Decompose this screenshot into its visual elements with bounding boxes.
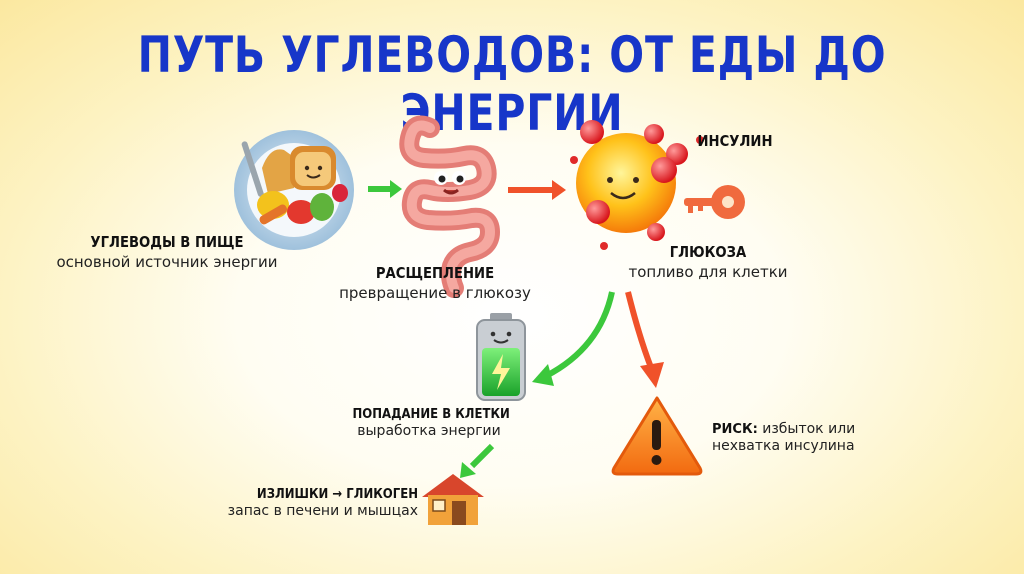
breakdown-label: РАСЩЕПЛЕНИЕ превращение в глюкозу <box>310 264 560 302</box>
breakdown-heading: РАСЩЕПЛЕНИЕ <box>375 264 495 282</box>
glycogen-subtitle: запас в печени и мышцах <box>227 503 418 519</box>
glycogen-heading: ИЗЛИШКИ → ГЛИКОГЕН <box>256 487 418 502</box>
key-icon <box>684 185 745 219</box>
glucose-label: ГЛЮКОЗА топливо для клетки <box>598 243 818 281</box>
warning-icon <box>611 396 703 476</box>
insulin-label: ИНСУЛИН <box>680 132 790 150</box>
breakdown-subtitle: превращение в глюкозу <box>339 284 531 302</box>
glucose-molecule-icon <box>570 120 704 250</box>
cells-label: ПОПАДАНИЕ В КЛЕТКИ выработка энергии <box>344 407 514 439</box>
arrow-breakdown-to-glucose <box>508 180 566 200</box>
battery-icon <box>476 313 526 401</box>
house-icon <box>422 474 484 525</box>
risk-text: избыток или <box>762 421 856 437</box>
glucose-subtitle: топливо для клетки <box>628 263 788 281</box>
arrow-food-to-breakdown <box>368 180 402 198</box>
food-heading: УГЛЕВОДЫ В ПИЩЕ <box>90 233 244 251</box>
cells-subtitle: выработка энергии <box>357 423 501 439</box>
intestine-icon <box>399 115 500 298</box>
risk-heading: РИСК: <box>712 422 758 437</box>
insulin-heading: ИНСУЛИН <box>697 132 773 150</box>
glucose-heading: ГЛЮКОЗА <box>669 243 747 261</box>
food-plate-icon <box>234 130 354 250</box>
glycogen-label: ИЗЛИШКИ → ГЛИКОГЕН запас в печени и мышц… <box>206 487 418 519</box>
page-title: ПУТЬ УГЛЕВОДОВ: ОТ ЕДЫ ДО ЭНЕРГИИ <box>137 26 887 142</box>
risk-label: РИСК: избыток или нехватка инсулина <box>712 421 872 454</box>
food-subtitle: основной источник энергии <box>56 253 278 271</box>
cells-heading: ПОПАДАНИЕ В КЛЕТКИ <box>352 407 510 422</box>
risk-text-line2: нехватка инсулина <box>712 438 855 454</box>
arrow-cells-to-glycogen <box>460 443 495 478</box>
arrow-glucose-to-risk <box>625 291 664 388</box>
food-label: УГЛЕВОДЫ В ПИЩЕ основной источник энерги… <box>22 233 312 271</box>
arrow-glucose-to-cells <box>532 291 615 386</box>
